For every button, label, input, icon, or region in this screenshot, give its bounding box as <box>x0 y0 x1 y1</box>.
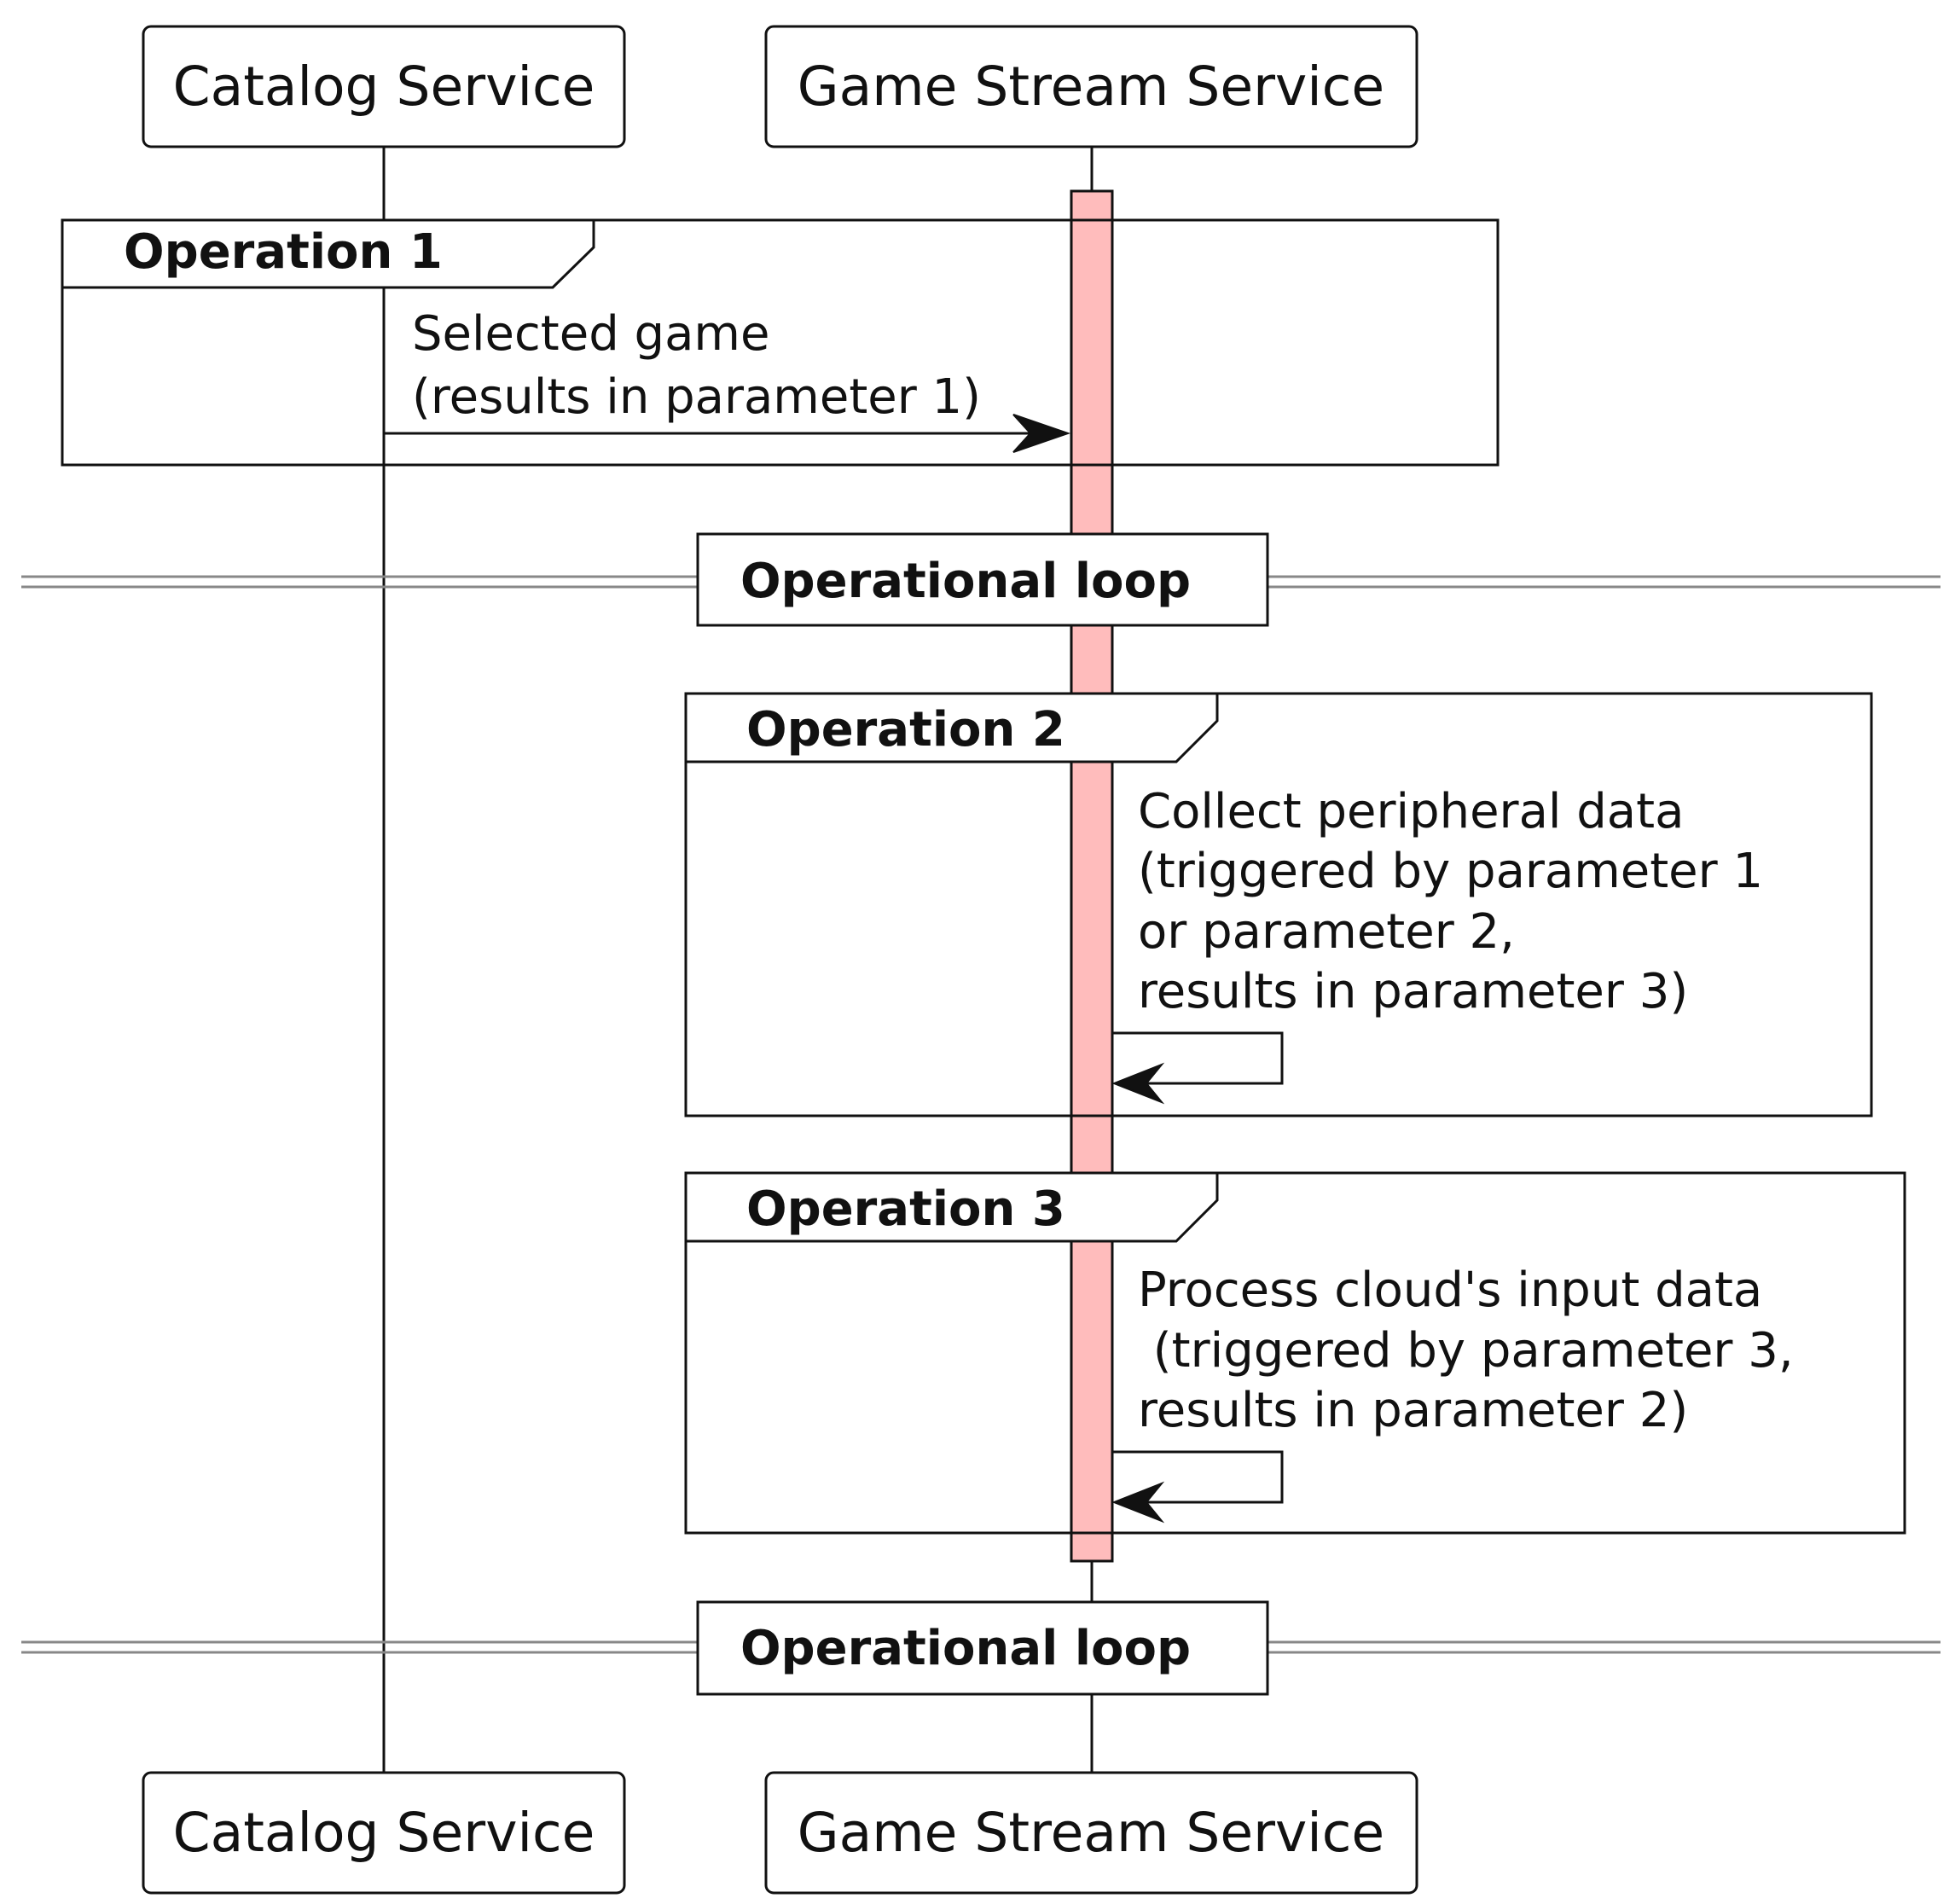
collect-peripheral-arrow-head <box>1111 1062 1165 1105</box>
collect-peripheral-label-line-4: results in parameter 3) <box>1138 964 1688 1019</box>
game-stream-service-participant-bottom: Game Stream Service <box>764 1771 1418 1895</box>
game-stream-activation-bar <box>1070 189 1114 1563</box>
operation-1-group: Operation 1 <box>61 218 1500 467</box>
operation-3-title: Operation 3 <box>746 1181 1065 1237</box>
catalog-service-participant-bottom: Catalog Service <box>142 1771 626 1895</box>
operation-2-group: Operation 2 <box>684 692 1873 1117</box>
operation-3-group: Operation 3 <box>684 1171 1906 1535</box>
operation-3-frame <box>684 1171 1906 1535</box>
process-input-label-line-1: Process cloud's input data <box>1138 1263 1762 1318</box>
collect-peripheral-label-line-1: Collect peripheral data <box>1138 784 1684 839</box>
selected-game-arrow-head <box>1012 414 1071 453</box>
collect-peripheral-arrow-line <box>1112 1031 1284 1085</box>
game-stream-service-participant-top: Game Stream Service <box>764 25 1418 148</box>
operational-loop-divider-start: Operational loop <box>21 532 1940 627</box>
operational-loop-divider-end: Operational loop <box>21 1600 1940 1696</box>
process-input-label-line-3: results in parameter 2) <box>1138 1383 1688 1438</box>
catalog-service-label-bottom: Catalog Service <box>173 1802 595 1864</box>
process-input-data-message: Process cloud's input data (triggered by… <box>1111 1263 1794 1524</box>
operation-3-tab <box>684 1171 1219 1243</box>
selected-game-label-line-1: Selected game <box>412 306 769 362</box>
selected-game-label-line-2: (results in parameter 1) <box>412 369 981 425</box>
catalog-service-participant-top: Catalog Service <box>142 25 626 148</box>
collect-peripheral-label-line-3: or parameter 2, <box>1138 904 1515 960</box>
operation-1-tab <box>61 218 595 289</box>
process-input-arrow-head <box>1111 1481 1165 1524</box>
operation-2-tab <box>684 692 1219 763</box>
divider-start-label: Operational loop <box>740 554 1191 609</box>
operation-2-title: Operation 2 <box>746 702 1065 758</box>
game-stream-service-label-top: Game Stream Service <box>798 55 1384 118</box>
process-input-arrow-line <box>1112 1450 1284 1504</box>
process-input-label-line-2: (triggered by parameter 3, <box>1138 1323 1794 1379</box>
operation-1-title: Operation 1 <box>124 224 443 280</box>
collect-peripheral-data-message: Collect peripheral data (triggered by pa… <box>1111 784 1763 1105</box>
collect-peripheral-label-line-2: (triggered by parameter 1 <box>1138 844 1763 899</box>
divider-end-box <box>696 1600 1269 1696</box>
selected-game-message: Selected game (results in parameter 1) <box>384 306 1071 453</box>
game-stream-service-label-bottom: Game Stream Service <box>798 1802 1384 1864</box>
divider-start-box <box>696 532 1269 627</box>
catalog-service-label-top: Catalog Service <box>173 55 595 118</box>
operation-1-frame <box>61 218 1500 467</box>
divider-end-label: Operational loop <box>740 1621 1191 1676</box>
operation-2-frame <box>684 692 1873 1117</box>
